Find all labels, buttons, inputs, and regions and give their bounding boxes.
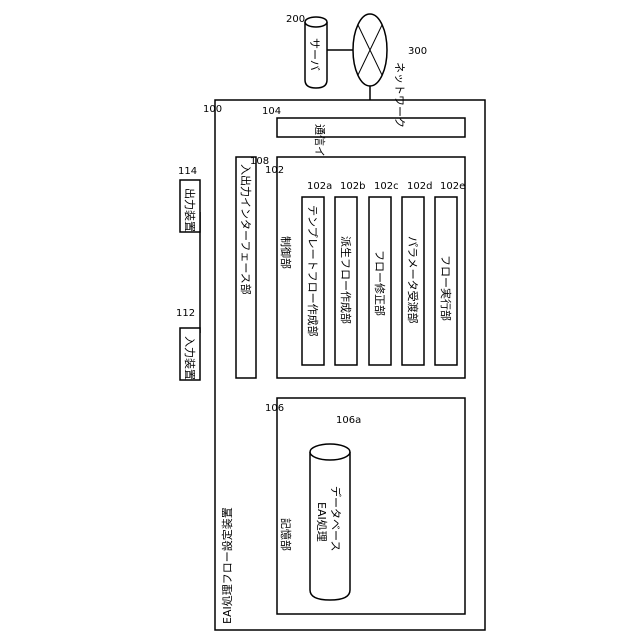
database-label-line2: データベース: [329, 486, 343, 551]
server-label: サーバ: [308, 38, 321, 71]
storage-box: [277, 398, 465, 614]
input-device-ref: 112: [176, 308, 195, 319]
module-label: テンプレートフロー作成部: [306, 205, 320, 337]
module-ref: 102e: [440, 181, 465, 192]
controller-label: 制御部: [279, 236, 293, 269]
comm-interface-box: [277, 118, 465, 137]
device-ref: 100: [203, 104, 222, 115]
module-ref: 102a: [307, 181, 332, 192]
device-label: EAI処理フロー設定装置: [220, 507, 234, 624]
module-ref: 102b: [340, 181, 365, 192]
storage-label: 記憶部: [279, 518, 293, 551]
module-ref: 102c: [374, 181, 399, 192]
io-interface-label: 入出力インターフェース部: [239, 164, 253, 295]
controller-ref: 102: [265, 165, 284, 176]
module-label: パラメータ受渡部: [406, 236, 420, 324]
network-label: ネットワーク: [393, 62, 406, 128]
server-cylinder: サーバ 200: [286, 14, 327, 88]
server-top: [305, 17, 327, 27]
input-device-label: 入力装置: [183, 336, 196, 380]
output-device-label: 出力装置: [183, 188, 197, 232]
output-device-ref: 114: [178, 166, 197, 177]
storage-ref: 106: [265, 403, 284, 414]
database-ref: 106a: [336, 415, 361, 426]
module-label: フロー実行部: [439, 255, 453, 321]
comm-interface-ref: 104: [262, 106, 281, 117]
cylinder-top: [310, 444, 350, 460]
network-ref: 300: [408, 46, 427, 57]
server-ref: 200: [286, 14, 305, 25]
module-label: 派生フロー作成部: [339, 236, 353, 324]
module-ref: 102d: [407, 181, 432, 192]
database-label-line1: EAI処理: [315, 502, 328, 542]
module-label: フロー修正部: [373, 250, 387, 316]
